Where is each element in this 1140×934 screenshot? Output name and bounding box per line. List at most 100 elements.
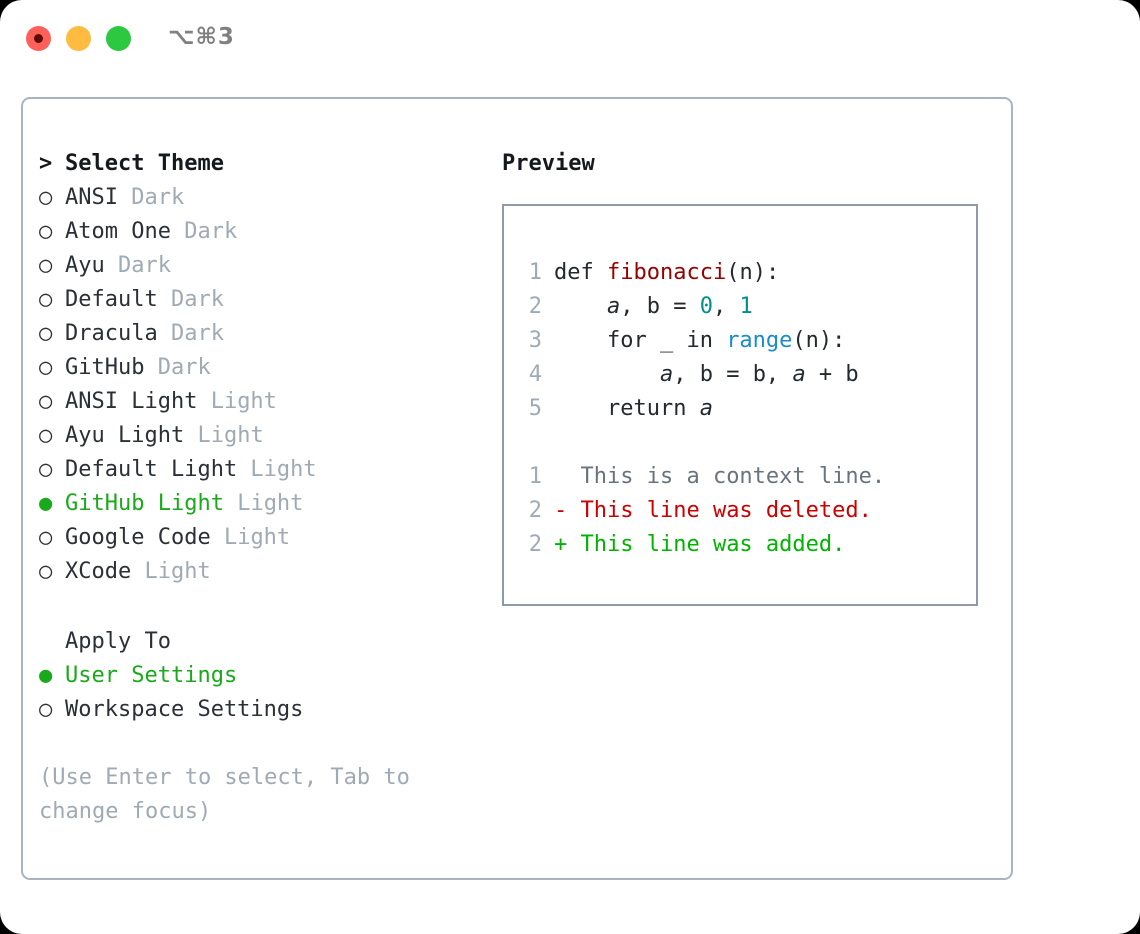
theme-variant-badge: Dark xyxy=(117,185,185,210)
diff-marker xyxy=(554,464,567,489)
code-blank-line xyxy=(520,426,885,460)
maximize-window-button[interactable] xyxy=(106,26,131,51)
code-line: 3 for _ in range(n): xyxy=(520,324,885,358)
line-number: 4 xyxy=(528,362,542,387)
code-token-plain: def xyxy=(554,260,607,285)
diff-text: This line was deleted. xyxy=(567,498,872,523)
code-token-plain: return xyxy=(554,396,700,421)
theme-list-item[interactable]: ○XCode Light xyxy=(39,555,479,589)
radio-selected-icon[interactable]: ● xyxy=(39,491,53,516)
theme-variant-badge: Light xyxy=(223,491,304,516)
diff-text: This is a context line. xyxy=(567,464,886,489)
theme-variant-badge: Dark xyxy=(157,321,224,346)
close-window-button[interactable] xyxy=(26,26,51,51)
radio-unselected-icon[interactable]: ○ xyxy=(39,525,53,550)
code-token-plain: (n): xyxy=(792,328,846,353)
apply-to-label: User Settings xyxy=(65,663,238,688)
code-token-plain: , b = xyxy=(620,294,700,319)
theme-name: Ayu xyxy=(65,253,105,278)
code-token-num: 1 xyxy=(739,294,753,319)
diff-line: 1 This is a context line. xyxy=(520,460,885,494)
theme-name: Dracula xyxy=(65,321,158,346)
apply-to-heading-label: Apply To xyxy=(65,629,171,654)
radio-unselected-icon[interactable]: ○ xyxy=(39,321,53,346)
theme-list-item[interactable]: ○ Default Light Light xyxy=(39,453,479,487)
diff-line: 2- This line was deleted. xyxy=(520,494,885,528)
code-token-func: fibonacci xyxy=(606,260,727,285)
keyboard-hint-text: (Use Enter to select, Tab to change focu… xyxy=(39,765,424,824)
theme-selector-column: >Select Theme ○ANSI Dark○Atom One Dark○A… xyxy=(39,147,479,727)
code-token-var: a xyxy=(606,294,621,319)
theme-list-item[interactable]: ● GitHub Light Light xyxy=(39,487,479,521)
section-spacer xyxy=(39,589,479,625)
theme-list-item[interactable]: ○ Atom One Dark xyxy=(39,215,479,249)
keyboard-shortcut-label: ⌥⌘3 xyxy=(168,24,235,50)
radio-selected-icon[interactable]: ● xyxy=(39,663,53,688)
theme-variant-badge: Light xyxy=(131,559,211,584)
radio-unselected-icon[interactable]: ○ xyxy=(39,389,53,414)
apply-to-option[interactable]: ● User Settings xyxy=(39,659,479,693)
code-line: 2 a, b = 0, 1 xyxy=(520,290,885,324)
theme-variant-badge: Light xyxy=(197,389,277,414)
theme-variant-badge: Light xyxy=(184,423,264,448)
theme-variant-badge: Dark xyxy=(170,219,238,244)
radio-unselected-icon[interactable]: ○ xyxy=(39,457,53,482)
theme-list-item[interactable]: ○GitHub Dark xyxy=(39,351,479,385)
theme-list-item[interactable]: ○Ayu Light Light xyxy=(39,419,479,453)
apply-to-heading: Apply To xyxy=(39,625,479,659)
theme-list: ○ANSI Dark○Atom One Dark○Ayu Dark○Defaul… xyxy=(39,181,479,589)
diff-line: 2+ This line was added. xyxy=(520,528,885,562)
theme-list-item[interactable]: ○ Ayu Dark xyxy=(39,249,479,283)
code-token-plain: + b xyxy=(805,362,859,387)
select-theme-heading-label: Select Theme xyxy=(65,151,224,176)
code-token-plain xyxy=(554,362,660,387)
theme-list-item[interactable]: ○Default Dark xyxy=(39,283,479,317)
code-token-var: a xyxy=(659,362,674,387)
radio-unselected-icon[interactable]: ○ xyxy=(39,253,53,278)
theme-name: ANSI Light xyxy=(65,389,198,414)
preview-column: Preview xyxy=(502,147,595,181)
code-line: 5 return a xyxy=(520,392,885,426)
radio-unselected-icon[interactable]: ○ xyxy=(39,697,53,722)
radio-unselected-icon[interactable]: ○ xyxy=(39,287,53,312)
theme-variant-badge: Light xyxy=(237,457,317,482)
minimize-window-button[interactable] xyxy=(66,26,91,51)
radio-unselected-icon[interactable]: ○ xyxy=(39,559,53,584)
theme-list-item[interactable]: ○ Google Code Light xyxy=(39,521,479,555)
code-token-plain: , b = b, xyxy=(673,362,793,387)
code-token-num: 0 xyxy=(699,294,713,319)
window-titlebar: ⌥⌘3 xyxy=(0,0,1140,78)
line-number: 2 xyxy=(528,294,542,319)
theme-variant-badge: Dark xyxy=(104,253,171,278)
theme-list-item[interactable]: ○ ANSI Light Light xyxy=(39,385,479,419)
theme-list-item[interactable]: ○ANSI Dark xyxy=(39,181,479,215)
theme-name: Google Code xyxy=(65,525,211,550)
theme-name: Default Light xyxy=(65,457,238,482)
radio-unselected-icon[interactable]: ○ xyxy=(39,423,53,448)
apply-to-indent xyxy=(39,625,65,659)
theme-name: Atom One xyxy=(65,219,171,244)
code-token-var: a xyxy=(699,396,713,421)
diff-marker: + xyxy=(554,532,568,557)
line-number: 2 xyxy=(528,498,542,523)
code-token-plain xyxy=(554,294,607,319)
code-line: 4 a, b = b, a + b xyxy=(520,358,885,392)
preview-heading: Preview xyxy=(502,151,595,176)
theme-variant-badge: Dark xyxy=(157,287,224,312)
code-token-plain: (n): xyxy=(726,260,780,285)
radio-unselected-icon[interactable]: ○ xyxy=(39,355,53,380)
theme-list-item[interactable]: ○ Dracula Dark xyxy=(39,317,479,351)
line-number: 5 xyxy=(528,396,542,421)
apply-to-option[interactable]: ○ Workspace Settings xyxy=(39,693,479,727)
code-token-builtin: range xyxy=(726,328,793,353)
radio-unselected-icon[interactable]: ○ xyxy=(39,219,53,244)
radio-unselected-icon[interactable]: ○ xyxy=(39,185,53,210)
apply-to-label: Workspace Settings xyxy=(65,697,304,722)
theme-name: GitHub Light xyxy=(65,491,224,516)
theme-variant-badge: Light xyxy=(210,525,291,550)
code-token-plain: , xyxy=(712,294,740,319)
theme-variant-badge: Dark xyxy=(144,355,211,380)
diff-marker: - xyxy=(554,498,568,523)
